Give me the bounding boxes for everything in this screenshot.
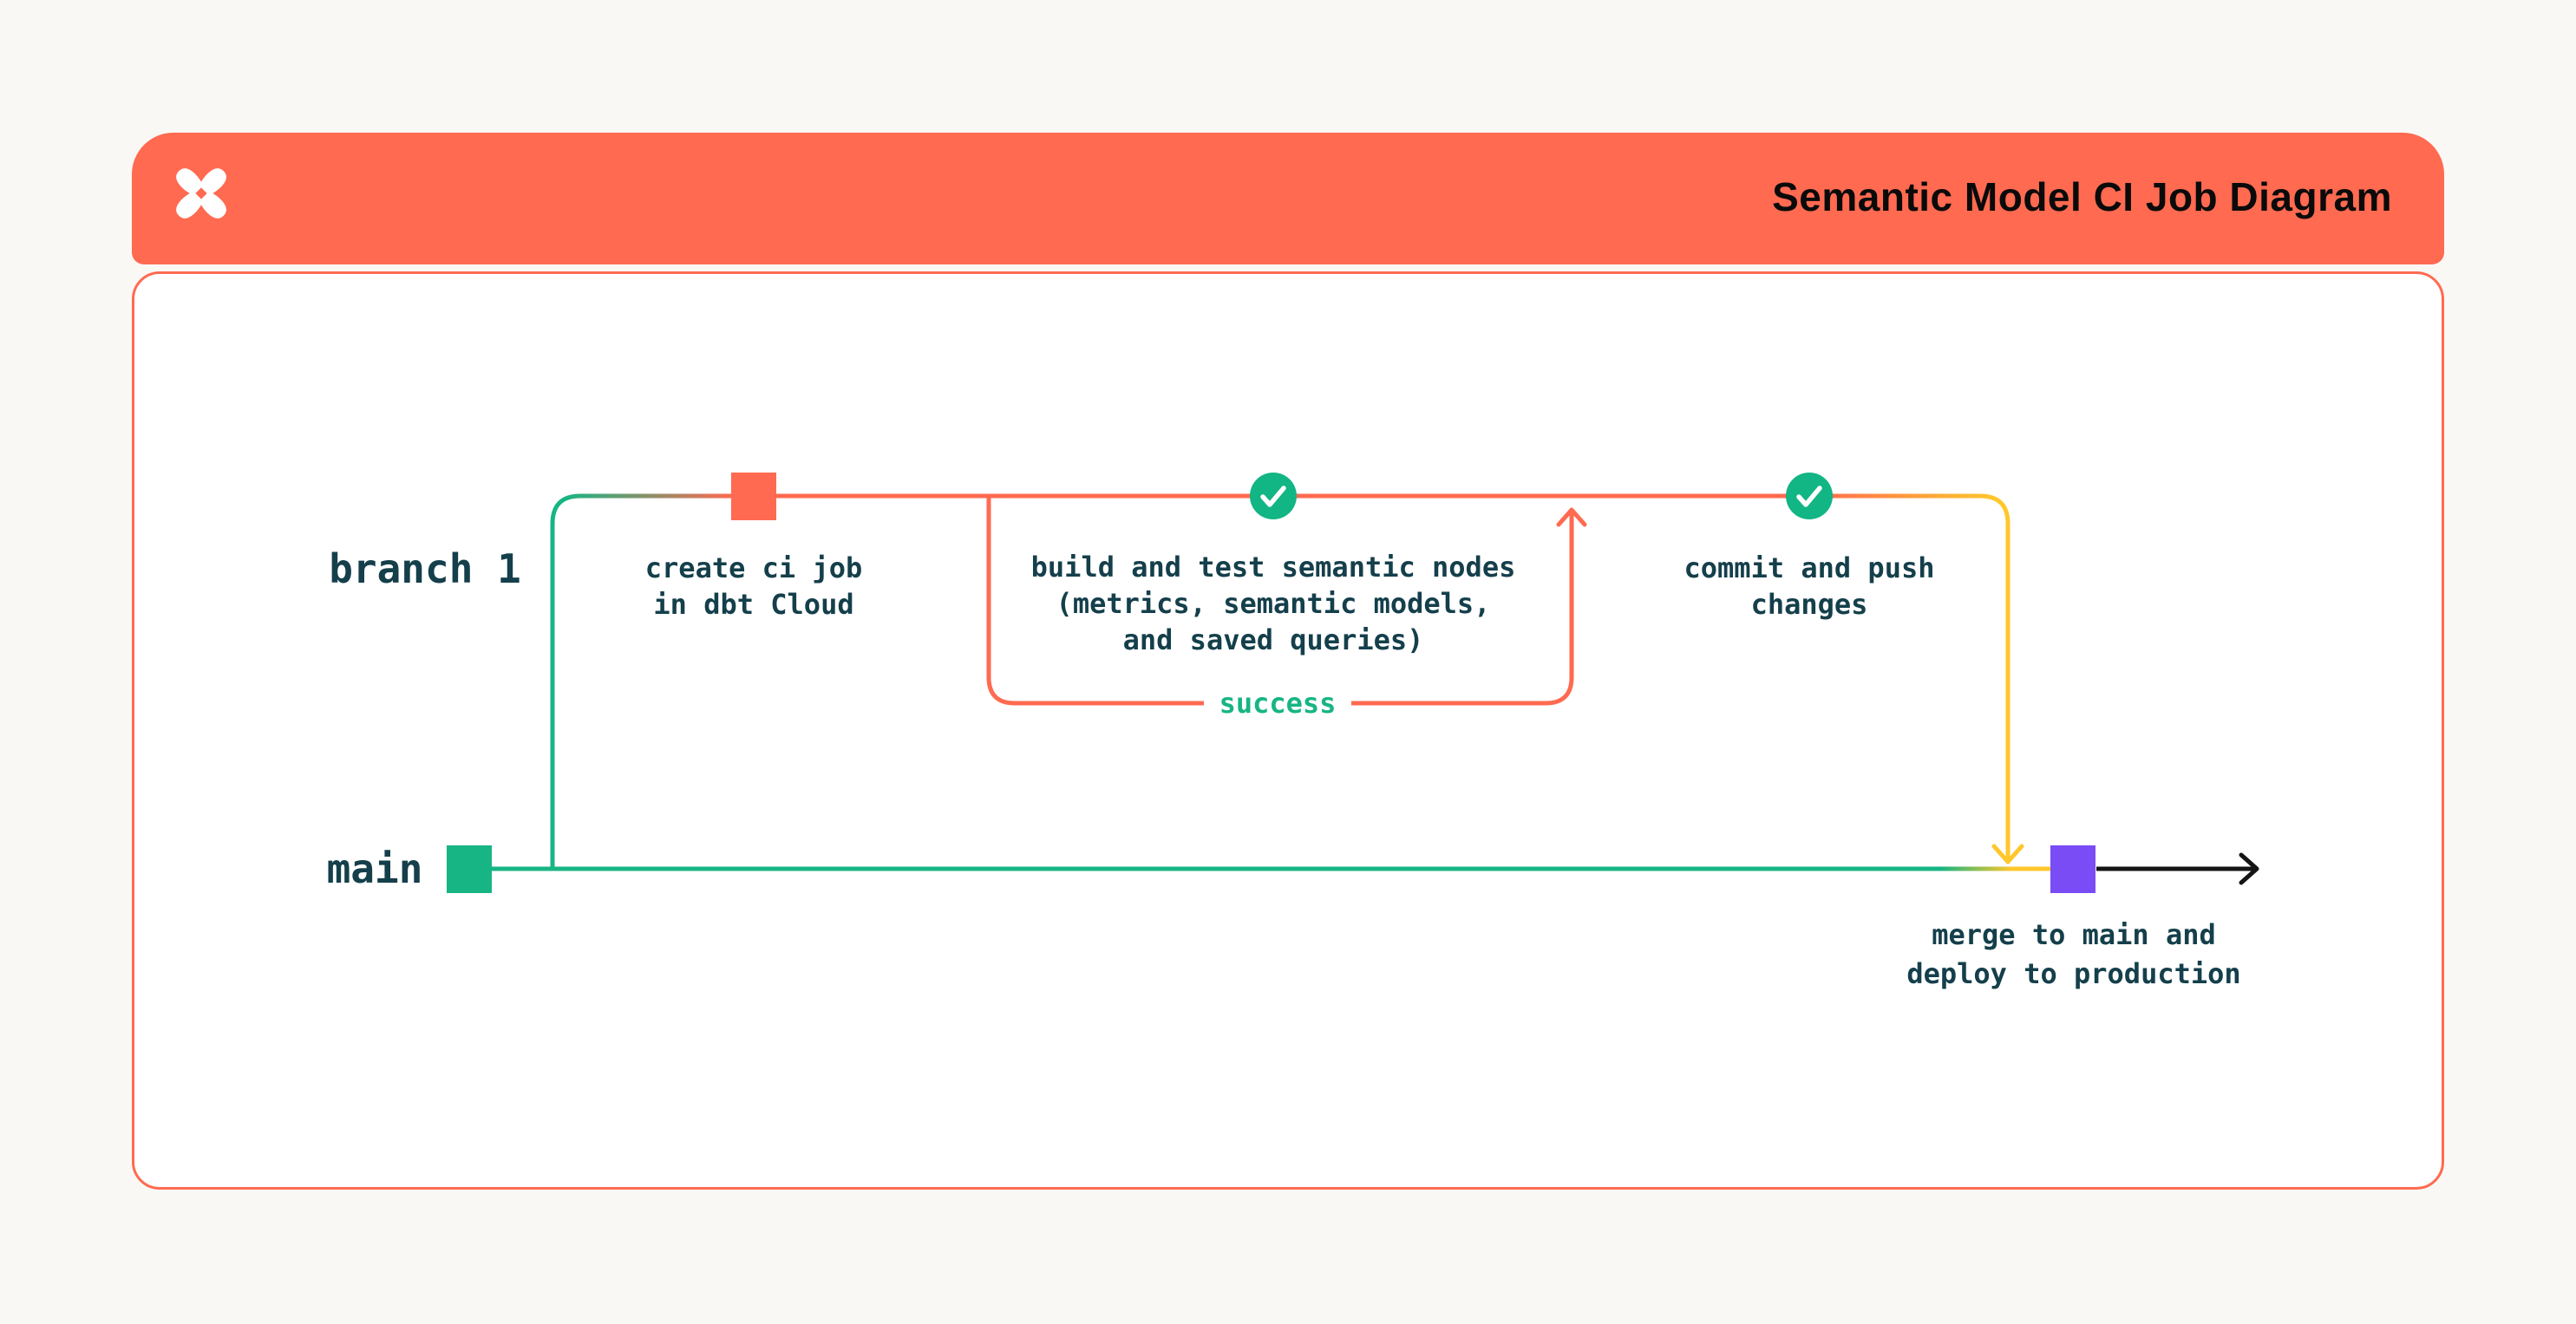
success-loop-left — [986, 498, 1204, 706]
arrow-up-icon — [1556, 507, 1587, 527]
dbt-logo-icon — [176, 168, 226, 218]
main-label: main — [326, 845, 423, 892]
create-ci-commit-square — [731, 473, 776, 520]
commit-push-label: changes — [1750, 588, 1868, 621]
build-test-label: build and test semantic nodes — [1030, 551, 1516, 584]
build-test-label: and saved queries) — [1122, 623, 1424, 656]
create-ci-label: in dbt Cloud — [653, 588, 854, 621]
check-icon — [1786, 473, 1833, 519]
diagram-card — [132, 271, 2444, 1190]
merge-deploy-label: deploy to production — [1906, 957, 2241, 990]
build-test-label: (metrics, semantic models, — [1056, 587, 1491, 620]
commit-push-label: commit and push — [1684, 551, 1935, 584]
check-icon — [1250, 473, 1297, 519]
main-commit-square — [447, 845, 492, 893]
branch-merge-line — [1809, 493, 2010, 860]
branch-1-label: branch 1 — [329, 545, 521, 592]
success-loop-right — [1351, 513, 1574, 706]
branch-start-line — [550, 493, 754, 869]
page-title: Semantic Model CI Job Diagram — [1772, 174, 2392, 219]
merge-commit-square — [2050, 845, 2095, 893]
create-ci-label: create ci job — [644, 551, 863, 584]
success-label: success — [1219, 687, 1337, 720]
arrow-down-icon — [1991, 844, 2024, 864]
merge-deploy-label: merge to main and — [1932, 918, 2216, 951]
header-bar — [132, 133, 2444, 264]
arrow-right-icon — [2239, 852, 2259, 885]
